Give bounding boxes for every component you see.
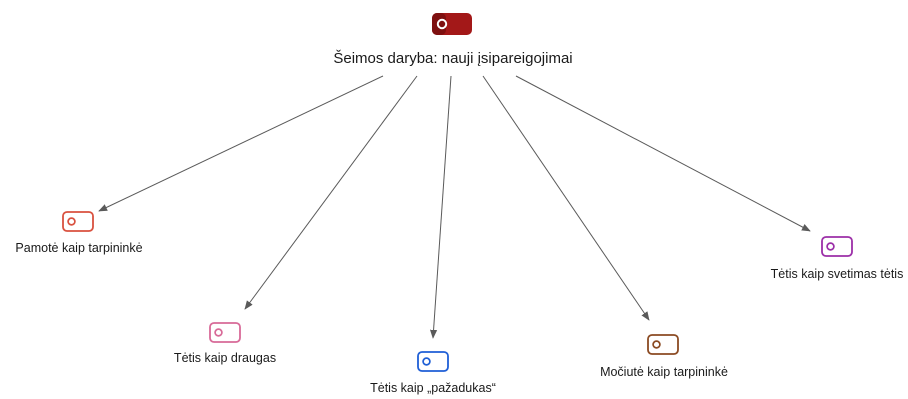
mociute-tag-icon[interactable] (647, 334, 679, 355)
root-node-label[interactable]: Šeimos daryba: nauji įsipareigojimai (333, 50, 573, 67)
edge-to-tetis-draugas (244, 75, 418, 310)
edge-to-tetis-pazadukas (429, 75, 452, 339)
root-tag-icon[interactable] (432, 13, 472, 35)
pamote-tag-icon[interactable] (62, 211, 94, 232)
tetis-draugas-node-label[interactable]: Tėtis kaip draugas (173, 351, 277, 365)
edge-to-mociute (482, 75, 650, 321)
tetis-draugas-tag-icon[interactable] (209, 322, 241, 343)
tetis-pazadukas-tag-icon[interactable] (417, 351, 449, 372)
mociute-node-label[interactable]: Močiutė kaip tarpininkė (600, 365, 728, 379)
tetis-svetimas-tag-icon[interactable] (821, 236, 853, 257)
tetis-svetimas-node-label[interactable]: Tėtis kaip svetimas tėtis (770, 267, 904, 281)
tetis-pazadukas-node-label[interactable]: Tėtis kaip „pažadukas“ (370, 381, 496, 395)
edge-to-tetis-svetimas (515, 75, 811, 232)
pamote-node-label[interactable]: Pamotė kaip tarpininkė (15, 241, 143, 255)
edge-to-pamote (98, 75, 384, 212)
